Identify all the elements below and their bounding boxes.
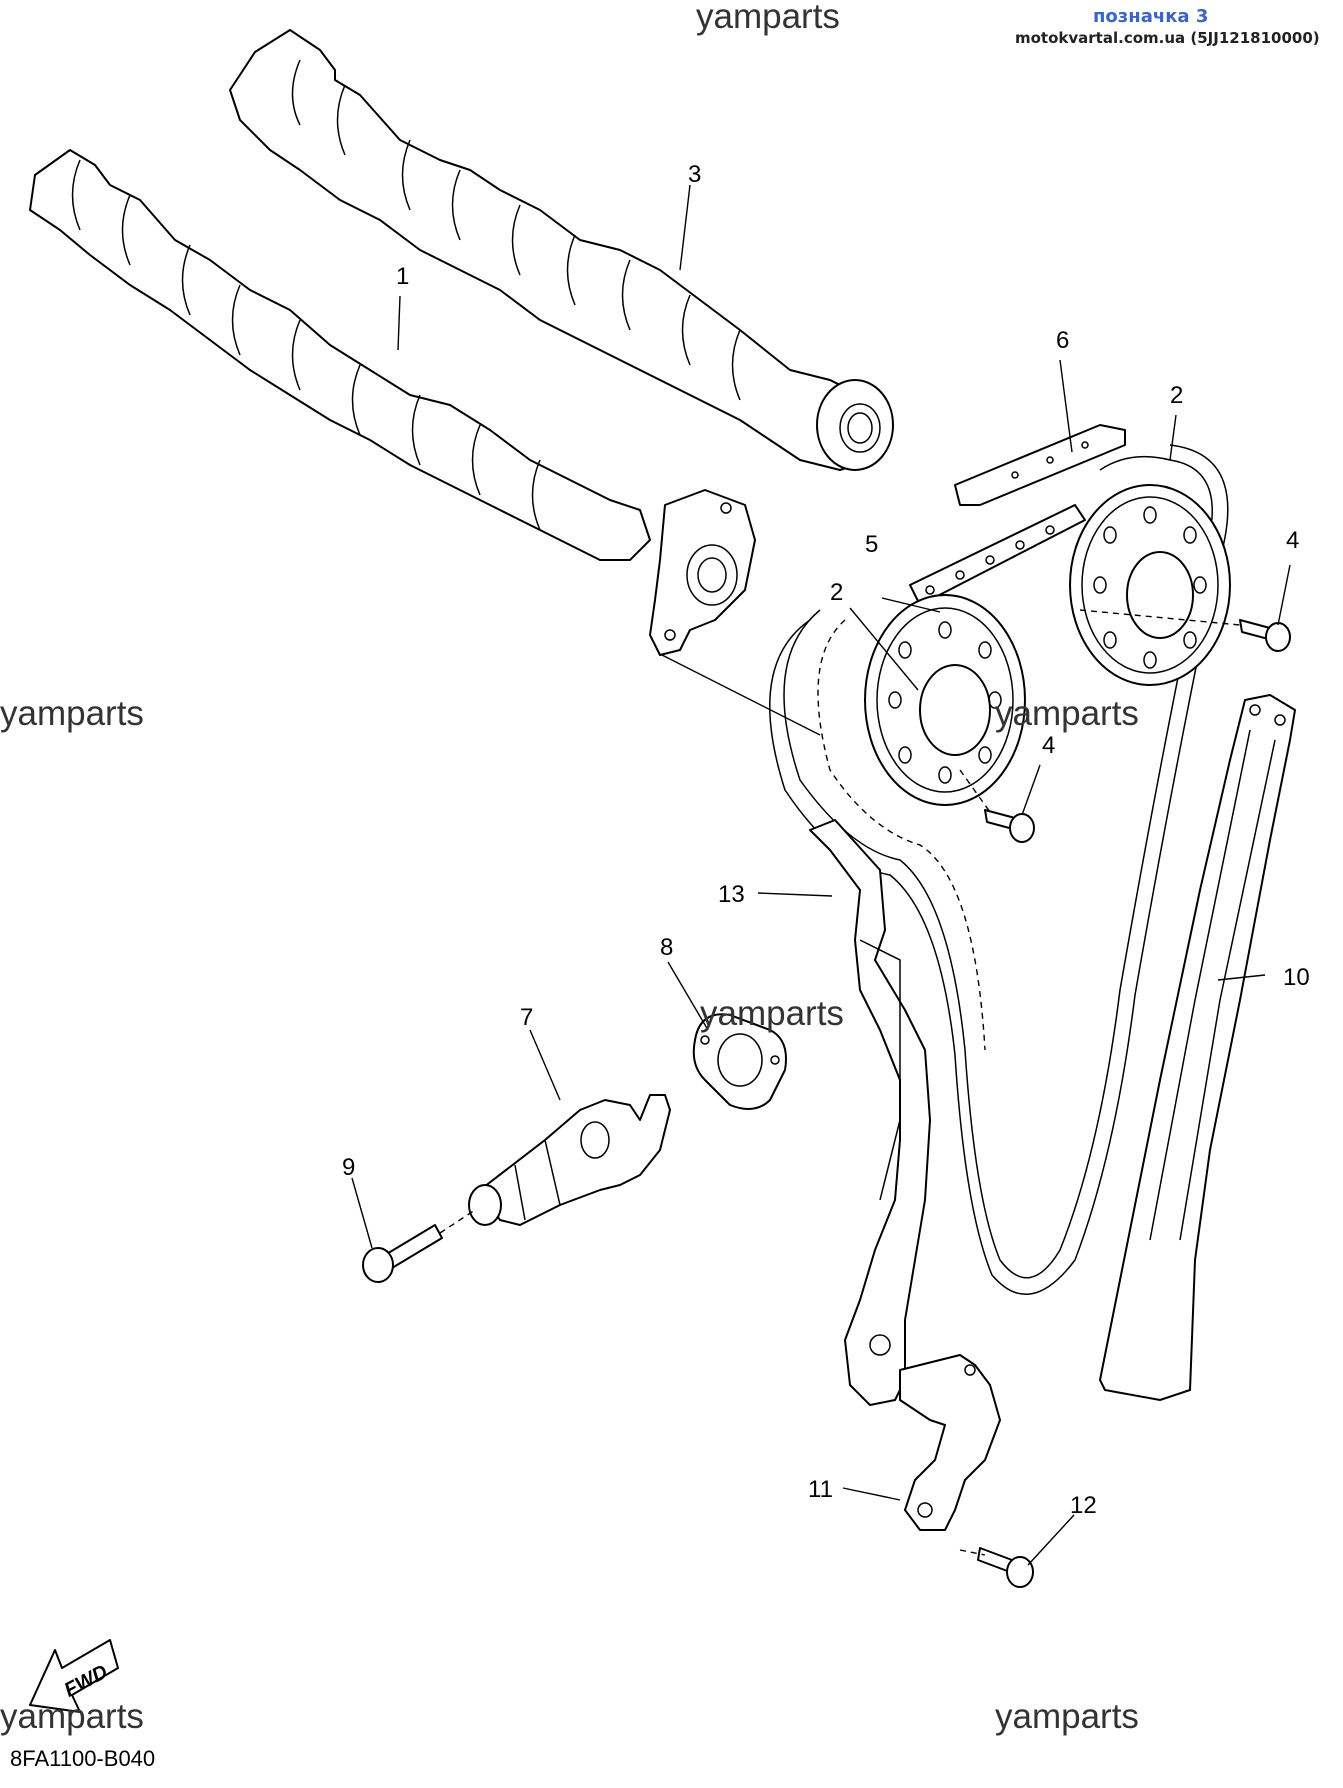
callout-11: 11 — [808, 1476, 833, 1503]
watermark-center: yamparts — [700, 994, 844, 1033]
callout-4-right: 4 — [1286, 527, 1299, 554]
watermark-bottom-left: yamparts — [0, 1697, 144, 1736]
watermark-bottom-right: yamparts — [995, 1697, 1139, 1736]
cam-sprocket-right[interactable] — [1069, 484, 1231, 686]
callout-1: 1 — [396, 263, 409, 290]
watermark-top: yamparts — [696, 0, 840, 36]
callout-3: 3 — [688, 161, 701, 188]
callout-8: 8 — [660, 934, 673, 961]
callout-4-left: 4 — [1042, 732, 1055, 759]
tensioner-bolt[interactable] — [362, 1224, 443, 1283]
callout-2-left: 2 — [830, 579, 843, 606]
callout-12: 12 — [1070, 1492, 1097, 1519]
header-title: позначка 3 — [1093, 6, 1208, 27]
sprocket-bolt-left[interactable] — [984, 809, 1035, 843]
callout-9: 9 — [342, 1154, 355, 1181]
callout-5: 5 — [865, 531, 878, 558]
cam-sprocket-left[interactable] — [864, 594, 1026, 806]
bracket-bolt[interactable] — [977, 1547, 1034, 1588]
watermark-center-right: yamparts — [995, 694, 1139, 733]
tensioner-gasket[interactable] — [692, 1013, 787, 1110]
camshaft-intake[interactable] — [29, 149, 756, 656]
diagram-reference-code: 8FA1100-B040 — [10, 1746, 155, 1771]
callout-10: 10 — [1283, 964, 1310, 991]
cam-chain-segment[interactable] — [909, 504, 1086, 606]
callout-13: 13 — [718, 881, 745, 908]
cam-chain-tensioner[interactable] — [468, 1094, 671, 1226]
sprocket-bolt-right[interactable] — [1239, 619, 1291, 652]
callout-2-right: 2 — [1170, 382, 1183, 409]
chain-guide-exhaust-side[interactable] — [1099, 694, 1296, 1401]
callout-6: 6 — [1056, 327, 1069, 354]
header-source: motokvartal.com.ua (5JJ121810000) — [1015, 29, 1320, 47]
chain-guide-tensioner-side[interactable] — [809, 819, 931, 1406]
callout-7: 7 — [520, 1004, 533, 1031]
leader-lines — [351, 184, 1291, 1566]
watermark-left: yamparts — [0, 694, 144, 733]
camshaft-exhaust[interactable] — [229, 29, 894, 471]
tensioner-guide-bracket[interactable] — [899, 1354, 1001, 1531]
chain-guide-top[interactable] — [954, 424, 1126, 506]
